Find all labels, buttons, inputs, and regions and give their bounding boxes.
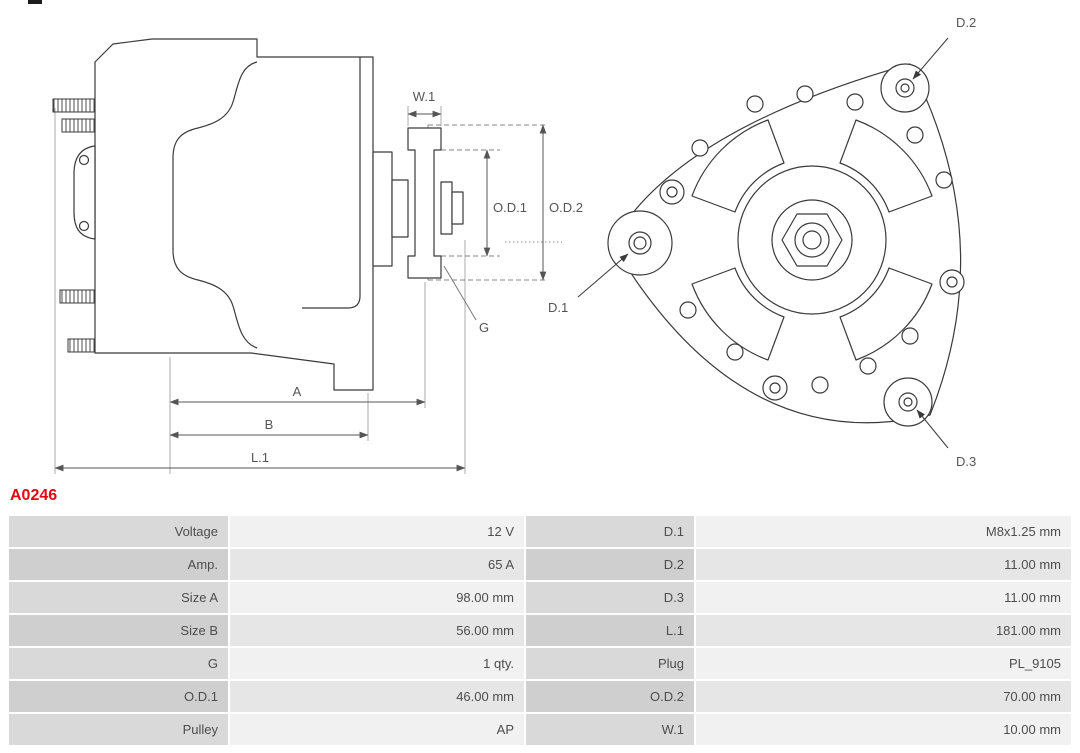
spec-value: PL_9105 (696, 648, 1071, 679)
dim-label-d3: D.3 (956, 454, 976, 469)
small-holes (679, 85, 953, 394)
spec-value: M8x1.25 mm (696, 516, 1071, 547)
spec-label: O.D.2 (526, 681, 694, 712)
spec-label: Amp. (9, 549, 228, 580)
spec-table: Voltage 12 V D.1 M8x1.25 mm Amp. 65 A D.… (9, 516, 1071, 745)
spec-label: Size B (9, 615, 228, 646)
spec-value: AP (230, 714, 524, 745)
spec-value: 46.00 mm (230, 681, 524, 712)
terminal-studs (52, 98, 96, 353)
bolt-bosses (659, 179, 965, 401)
spec-label: D.3 (526, 582, 694, 613)
spec-value: 98.00 mm (230, 582, 524, 613)
dim-label-od2: O.D.2 (549, 200, 583, 215)
dim-label-d2: D.2 (956, 15, 976, 30)
spec-label: Plug (526, 648, 694, 679)
dim-label-w1: W.1 (413, 89, 435, 104)
pulley-assembly (372, 127, 464, 279)
spec-label: G (9, 648, 228, 679)
spec-value: 56.00 mm (230, 615, 524, 646)
spec-label: W.1 (526, 714, 694, 745)
spec-label: Size A (9, 582, 228, 613)
dim-label-l1: L.1 (251, 450, 269, 465)
vent-cutouts (691, 119, 933, 361)
rear-view: D.2 D.1 D.3 (548, 15, 976, 469)
spec-value: 1 qty. (230, 648, 524, 679)
spec-value: 12 V (230, 516, 524, 547)
spec-value: 70.00 mm (696, 681, 1071, 712)
spec-label: Voltage (9, 516, 228, 547)
spec-label: L.1 (526, 615, 694, 646)
spec-value: 11.00 mm (696, 582, 1071, 613)
spec-label: D.1 (526, 516, 694, 547)
spec-value: 11.00 mm (696, 549, 1071, 580)
spec-value: 181.00 mm (696, 615, 1071, 646)
spec-label: O.D.1 (9, 681, 228, 712)
spec-value: 10.00 mm (696, 714, 1071, 745)
shaft-nut (737, 165, 887, 315)
spec-label: D.2 (526, 549, 694, 580)
top-left-artifact (28, 0, 42, 4)
dim-label-g: G (479, 320, 489, 335)
technical-drawing: W.1 O.D.1 O.D.2 A B L.1 G (52, 15, 976, 474)
spec-label: Pulley (9, 714, 228, 745)
dim-label-d1: D.1 (548, 300, 568, 315)
side-view: W.1 O.D.1 O.D.2 A B L.1 G (52, 38, 583, 474)
dim-label-b: B (265, 417, 274, 432)
dim-label-od1: O.D.1 (493, 200, 527, 215)
dim-label-a: A (293, 384, 302, 399)
spec-value: 65 A (230, 549, 524, 580)
part-number: A0246 (10, 487, 58, 504)
